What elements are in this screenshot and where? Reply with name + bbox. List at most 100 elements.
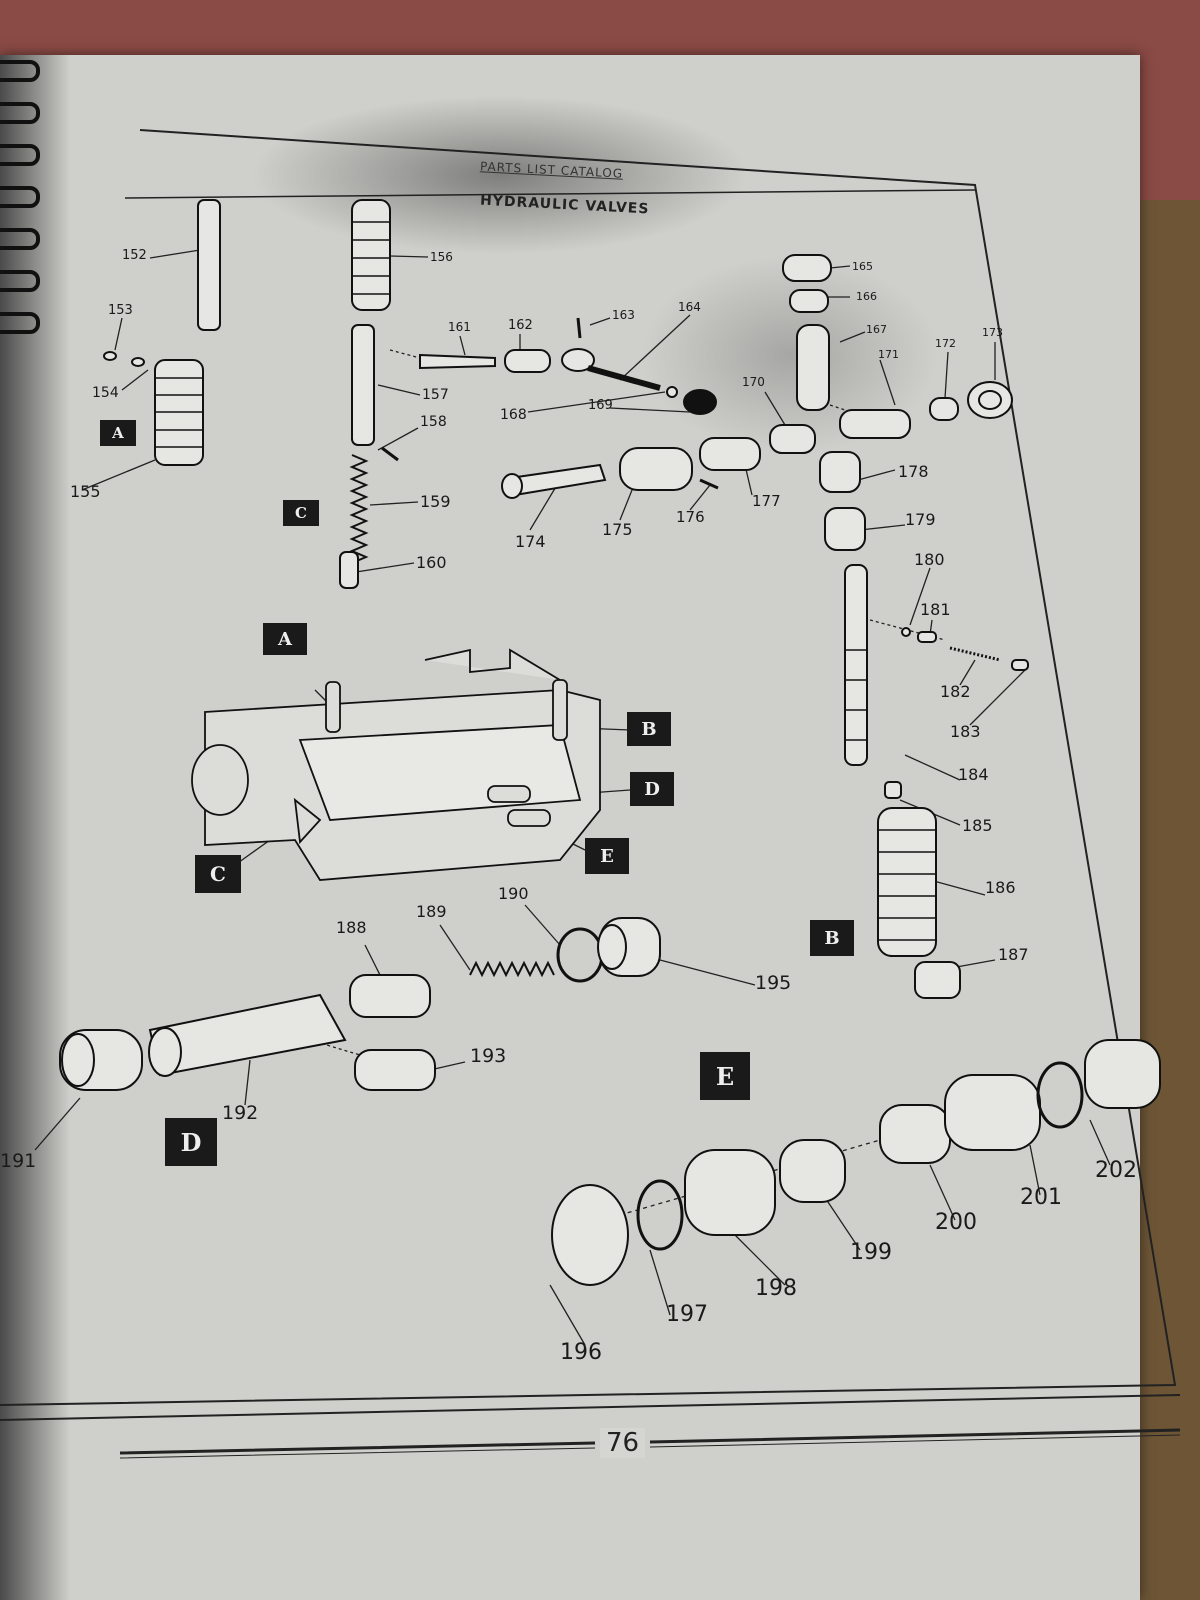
page-shadow-top <box>250 95 750 255</box>
section-box-d-mid: D <box>630 772 674 806</box>
callout-197: 197 <box>666 1302 708 1327</box>
callout-168: 168 <box>500 407 527 423</box>
callout-183: 183 <box>950 722 981 741</box>
callout-195: 195 <box>755 972 792 994</box>
callout-181: 181 <box>920 600 951 619</box>
callout-180: 180 <box>914 550 945 569</box>
section-box-e-bottom: E <box>700 1052 750 1100</box>
callout-163: 163 <box>612 308 635 322</box>
section-box-b-right: B <box>810 920 854 956</box>
page-number-rule <box>119 1428 1181 1455</box>
catalog-page <box>0 55 1140 1600</box>
assembly-pin-e <box>507 809 551 827</box>
assembly-pin-d <box>487 785 531 803</box>
part-172 <box>929 397 959 421</box>
callout-186: 186 <box>985 878 1016 897</box>
frame-outer <box>0 129 1177 1406</box>
part-179 <box>824 507 866 551</box>
callout-172: 172 <box>935 337 956 350</box>
part-186-spool <box>877 807 937 957</box>
callout-176: 176 <box>676 508 705 526</box>
callout-167: 167 <box>866 323 887 336</box>
callout-171: 171 <box>878 348 899 361</box>
header-rule <box>124 189 976 199</box>
part-197-oring <box>636 1179 684 1251</box>
assembly-lever-c <box>293 797 322 845</box>
callout-192: 192 <box>222 1102 259 1124</box>
part-161-lever <box>419 353 496 370</box>
callout-161: 161 <box>448 320 471 334</box>
section-box-d-bottom: D <box>165 1118 217 1166</box>
callout-179: 179 <box>905 510 936 529</box>
part-184-spool <box>844 564 868 766</box>
part-183 <box>1011 659 1029 671</box>
callout-184: 184 <box>958 765 989 784</box>
callout-187: 187 <box>998 945 1029 964</box>
part-203-cap <box>1084 1039 1161 1109</box>
footer-rule <box>0 1394 1181 1421</box>
part-164-arm-eye <box>561 348 595 372</box>
callout-173: 173 <box>982 326 1003 339</box>
part-202-oring <box>1036 1061 1084 1129</box>
callout-155: 155 <box>70 482 101 501</box>
part-177-bushing <box>699 437 761 471</box>
part-170 <box>769 424 816 454</box>
part-159-spring <box>349 454 369 564</box>
part-174-screw <box>508 463 607 497</box>
part-196-cap <box>551 1184 629 1286</box>
callout-178: 178 <box>898 462 929 481</box>
section-box-b-mid: B <box>627 712 671 746</box>
part-167-sleeve <box>796 324 830 411</box>
callout-182: 182 <box>940 682 971 701</box>
callout-196: 196 <box>560 1340 602 1365</box>
part-156-spool <box>351 199 391 311</box>
part-shapes <box>59 199 1161 1286</box>
callout-157: 157 <box>422 387 449 403</box>
section-box-c-top: C <box>283 500 319 526</box>
part-187-plug <box>914 961 961 999</box>
callout-175: 175 <box>602 520 633 539</box>
part-152-spool <box>197 199 221 331</box>
callout-159: 159 <box>420 492 451 511</box>
callout-169: 169 <box>588 398 613 413</box>
part-200 <box>879 1104 951 1164</box>
part-178 <box>819 451 861 493</box>
part-166 <box>789 289 829 313</box>
assembly-pin-b <box>552 679 568 741</box>
callout-201: 201 <box>1020 1185 1062 1210</box>
part-168 <box>666 386 678 398</box>
section-box-e-mid: E <box>585 838 629 874</box>
callout-174: 174 <box>515 532 546 551</box>
part-157-stem <box>351 324 375 446</box>
part-176-pin <box>699 478 719 490</box>
callout-185: 185 <box>962 816 993 835</box>
part-199 <box>779 1139 846 1203</box>
callout-170: 170 <box>742 375 765 389</box>
part-198-body <box>684 1149 776 1236</box>
callout-154: 154 <box>92 385 119 401</box>
part-185 <box>884 781 902 799</box>
callout-164: 164 <box>678 300 701 314</box>
part-160-plunger <box>339 551 359 589</box>
part-193 <box>354 1049 436 1091</box>
part-189-spring <box>469 960 555 978</box>
part-180 <box>901 627 911 637</box>
callout-193: 193 <box>470 1045 507 1067</box>
callout-189: 189 <box>416 902 447 921</box>
part-164-arm <box>587 365 661 391</box>
callout-200: 200 <box>935 1210 977 1235</box>
callout-198: 198 <box>755 1276 797 1301</box>
part-163-pin <box>576 317 582 339</box>
part-190-oring <box>556 927 604 983</box>
callout-177: 177 <box>752 492 781 510</box>
section-box-a-top: A <box>100 420 136 446</box>
callout-165: 165 <box>852 260 873 273</box>
callout-199: 199 <box>850 1240 892 1265</box>
part-171 <box>839 409 911 439</box>
callout-191: 191 <box>0 1150 37 1172</box>
callout-160: 160 <box>416 553 447 572</box>
callout-166: 166 <box>856 290 877 303</box>
callout-153: 153 <box>108 303 133 318</box>
callout-152: 152 <box>122 248 147 263</box>
part-175-nut <box>619 447 693 491</box>
